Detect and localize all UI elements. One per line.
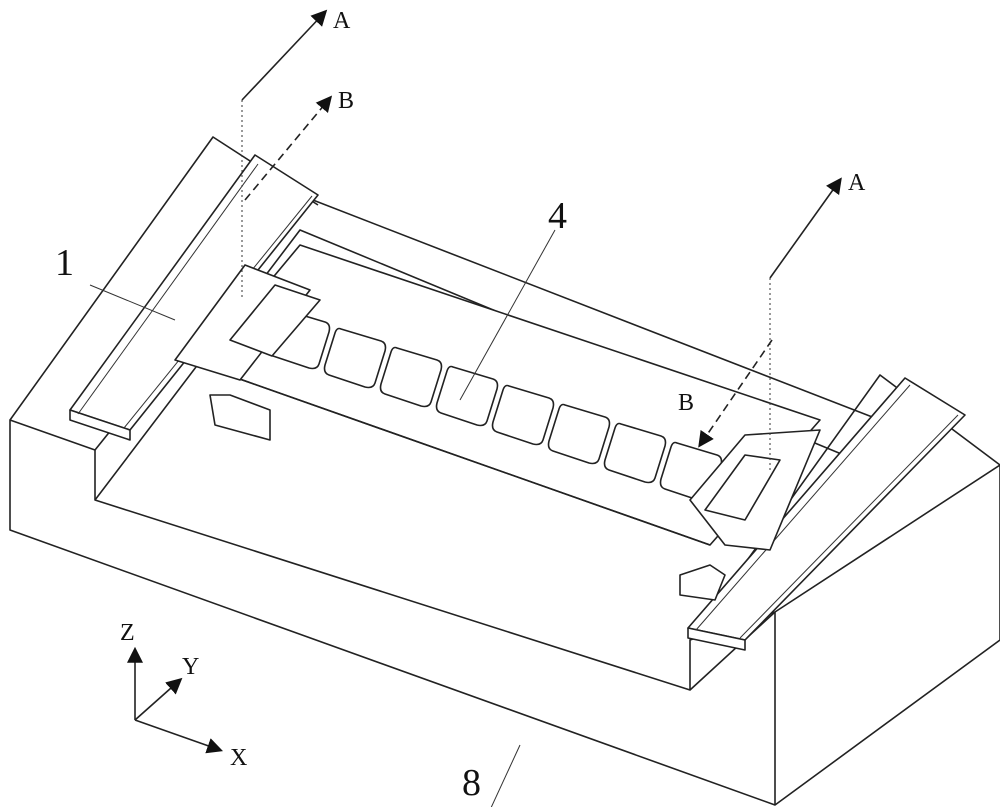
beam-pocket [547, 403, 611, 465]
beam-pocket [379, 346, 443, 408]
label-rail: 1 [55, 242, 74, 284]
left-carriage [174, 264, 321, 441]
label-b-right: B [678, 390, 694, 416]
label-base: 8 [462, 762, 481, 804]
axis-z-label: Z [120, 620, 135, 646]
label-a-right: A [848, 170, 866, 196]
beam-pocket [603, 422, 667, 484]
beam-pocket [435, 365, 499, 427]
right-carriage [679, 429, 821, 601]
label-a-left: A [333, 8, 351, 34]
beam-pocket [323, 327, 387, 389]
beam-pocket [491, 384, 555, 446]
right-rail [687, 377, 966, 651]
label-beam: 4 [548, 195, 567, 237]
beam [199, 244, 821, 546]
section-lines [89, 9, 842, 807]
axis-x-label: X [230, 745, 247, 771]
label-b-left: B [338, 88, 354, 114]
axis-triad: Z Y X [120, 620, 247, 771]
axis-y-label: Y [182, 654, 199, 680]
